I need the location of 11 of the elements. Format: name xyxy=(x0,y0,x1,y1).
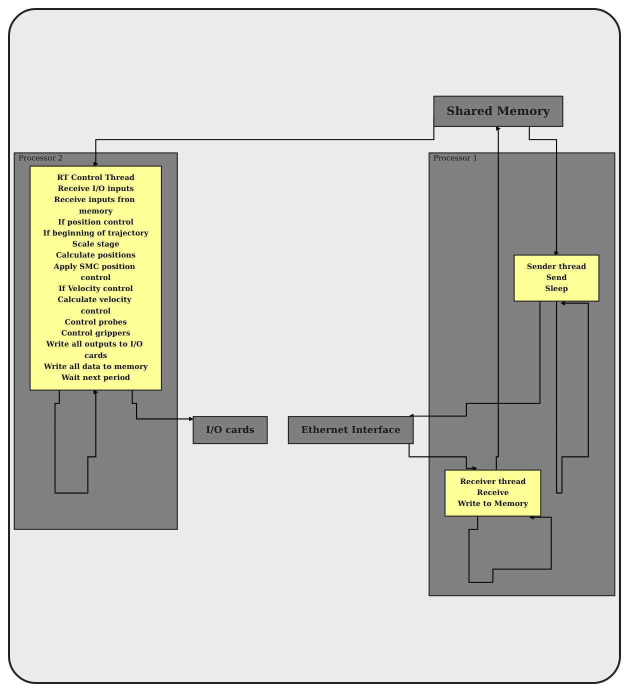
node-box: Ethernet Interface xyxy=(288,416,414,444)
arrow xyxy=(556,300,589,494)
arrow xyxy=(528,126,559,256)
arrow xyxy=(54,390,98,494)
arrow xyxy=(496,126,501,470)
node-box: I/O cards xyxy=(192,416,268,444)
arrow xyxy=(132,390,194,422)
arrow xyxy=(408,301,540,418)
arrow xyxy=(408,444,478,471)
arrow xyxy=(468,514,552,583)
node-box: Shared Memory xyxy=(433,96,564,127)
